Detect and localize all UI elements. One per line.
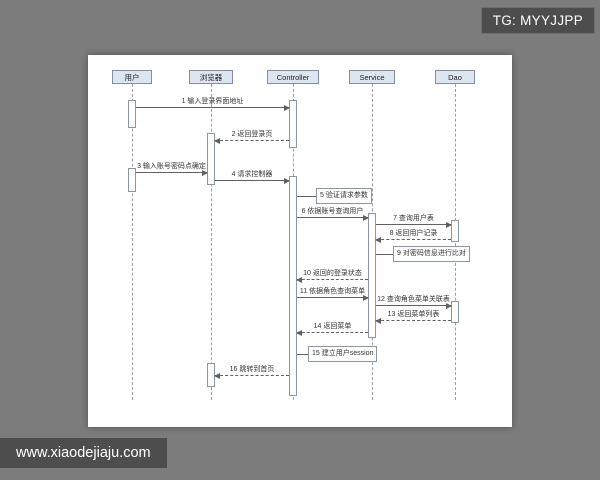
activation-controller-2 [289,176,297,396]
message-3-line [136,170,208,176]
self-message-9-label: 9 对密码信息进行比对 [397,250,466,257]
actor-dao-label: Dao [448,72,462,82]
message-12: 12 查询角色菜单关联表 [376,295,452,311]
message-12-label: 12 查询角色菜单关联表 [377,296,450,303]
message-8: 8 返回用户记录 [375,229,451,245]
self-message-9: 9 对密码信息进行比对 [393,246,470,262]
actor-dao: Dao [435,70,475,84]
self-message-5-connector [297,196,316,197]
message-6: 6 依据账号查询用户 [297,207,369,223]
message-14: 14 返回菜单 [296,322,368,338]
message-4-label: 4 请求控制器 [231,171,273,178]
tg-badge: TG: MYYJJPP [480,7,595,34]
self-message-5-label: 5 验证请求参数 [320,192,368,199]
lifeline-user [132,84,133,400]
message-13: 13 返回菜单列表 [375,310,451,326]
self-message-15: 15 建立用户session [308,346,378,362]
message-1: 1 输入登录界面地址 [136,97,290,113]
message-10-line [296,277,368,283]
message-12-line [376,303,452,309]
message-3: 3 输入账号密码点确定 [136,162,208,178]
message-6-label: 6 依据账号查询用户 [301,208,364,215]
actor-service-label: Service [359,72,385,82]
message-2-label: 2 返回登录页 [231,131,273,138]
message-16-line [214,373,289,379]
self-message-9-connector [376,254,393,255]
watermark: www.xiaodejiaju.com [0,438,167,468]
message-3-label: 3 输入账号密码点确定 [137,163,206,170]
actor-browser: 浏览器 [189,70,233,84]
activation-controller-1 [289,100,297,148]
self-message-15-connector [297,354,308,355]
activation-user-2 [128,168,136,192]
message-10: 10 返回的登录状态 [296,269,368,285]
message-13-label: 13 返回菜单列表 [387,311,440,318]
message-11: 11 依据角色查询菜单 [297,287,369,303]
activation-browser-1 [207,133,215,185]
message-13-line [375,318,451,324]
activation-service [368,213,376,338]
message-1-label: 1 输入登录界面地址 [181,98,244,105]
self-message-5: 5 验证请求参数 [316,188,372,204]
message-8-label: 8 返回用户记录 [389,230,438,237]
actor-user-label: 用户 [124,72,140,82]
lifeline-browser [211,84,212,400]
message-1-line [136,105,290,111]
actor-user: 用户 [112,70,152,84]
sequence-diagram-page: 用户 浏览器 Controller Service Dao 1 [88,55,512,427]
message-6-line [297,215,369,221]
actor-controller-label: Controller [276,72,310,82]
lifeline-dao [455,84,456,400]
message-4-line [215,178,290,184]
message-16: 16 跳转到首页 [214,365,289,381]
actor-controller: Controller [267,70,319,84]
message-7-label: 7 查询用户表 [393,215,434,222]
self-message-15-label: 15 建立用户session [312,350,374,357]
message-16-label: 16 跳转到首页 [229,366,275,373]
message-8-line [375,237,451,243]
message-11-line [297,295,369,301]
message-14-line [296,330,368,336]
message-14-label: 14 返回菜单 [313,323,352,330]
actor-service: Service [349,70,395,84]
message-2: 2 返回登录页 [214,130,289,146]
message-11-label: 11 依据角色查询菜单 [299,288,366,295]
activation-dao-2 [451,301,459,323]
message-10-label: 10 返回的登录状态 [303,270,362,277]
actor-browser-label: 浏览器 [199,72,223,82]
message-7-line [376,222,452,228]
message-4: 4 请求控制器 [215,170,290,186]
activation-user-1 [128,100,136,128]
message-2-line [214,138,289,144]
activation-dao-1 [451,220,459,242]
message-7: 7 查询用户表 [376,214,452,230]
